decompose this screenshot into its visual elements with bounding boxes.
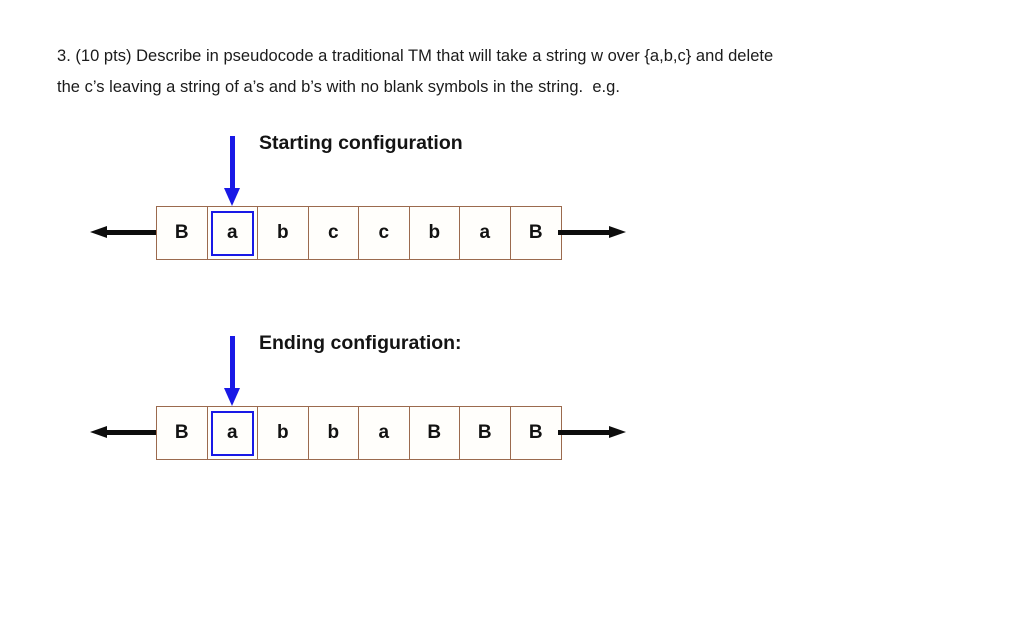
tape-cell-symbol: a (479, 222, 491, 243)
tape-cell-symbol: a (378, 422, 390, 443)
tape-cell: B (460, 407, 511, 459)
tape-cell: c (308, 207, 359, 259)
tape-cell-symbol: B (477, 422, 492, 443)
arrow-left-icon (90, 226, 158, 238)
tape-cell-symbol: B (528, 222, 543, 243)
head-pointer-shaft (230, 336, 235, 390)
tape-cell: B (409, 407, 460, 459)
arrow-right-bar (558, 230, 611, 235)
tape-ending: B a b b a B B B (156, 406, 562, 460)
tape-cell: a (460, 207, 511, 259)
tape-cell: a (359, 407, 410, 459)
tape-cell-head: a (207, 207, 258, 259)
tape-cell-symbol: a (226, 222, 238, 243)
question-line-1: 3. (10 pts) Describe in pseudocode a tra… (57, 47, 774, 65)
arrow-right-head (609, 226, 626, 238)
tape-cell-symbol: B (528, 422, 543, 443)
tape-cell: B (510, 407, 561, 459)
head-pointer-shaft (230, 136, 235, 190)
arrow-down-icon (224, 336, 240, 406)
tape-cell: B (510, 207, 561, 259)
tape-cell-symbol: b (276, 222, 289, 243)
arrow-left-head (90, 226, 107, 238)
question-text: 3. (10 pts) Describe in pseudocode a tra… (57, 41, 973, 103)
tape-cell: b (258, 207, 309, 259)
tape-cell: b (258, 407, 309, 459)
arrow-left-bar (105, 430, 158, 435)
tape-row-ending: B a b b a B B B (90, 406, 626, 460)
question-line-2: the c’s leaving a string of a’s and b’s … (57, 78, 620, 96)
tape-cell-symbol: c (378, 222, 390, 243)
arrow-left-icon (90, 426, 158, 438)
arrow-right-icon (558, 426, 626, 438)
tape-cell: B (157, 207, 208, 259)
tape-cell-head: a (207, 407, 258, 459)
tape-cell: B (157, 407, 208, 459)
arrow-left-bar (105, 230, 158, 235)
tape-cell: b (409, 207, 460, 259)
tape-cell-symbol: B (174, 222, 189, 243)
tape-row-starting: B a b c c b a B (90, 206, 626, 260)
figure-caption-starting: Starting configuration (259, 132, 463, 154)
figure-caption-ending: Ending configuration: (259, 332, 462, 354)
head-pointer-tip (224, 188, 240, 206)
tape-cell-symbol: a (226, 422, 238, 443)
arrow-right-icon (558, 226, 626, 238)
arrow-right-bar (558, 430, 611, 435)
tape-cell-symbol: b (276, 422, 289, 443)
tape-cell: c (359, 207, 410, 259)
tape-cell-symbol: B (174, 422, 189, 443)
arrow-left-head (90, 426, 107, 438)
tape-cell-symbol: b (428, 222, 441, 243)
tape-starting: B a b c c b a B (156, 206, 562, 260)
tape-cell-symbol: c (327, 222, 339, 243)
head-pointer-tip (224, 388, 240, 406)
tape-cell: b (308, 407, 359, 459)
arrow-down-icon (224, 136, 240, 206)
arrow-right-head (609, 426, 626, 438)
tape-cell-symbol: B (427, 422, 442, 443)
tape-cell-symbol: b (327, 422, 340, 443)
